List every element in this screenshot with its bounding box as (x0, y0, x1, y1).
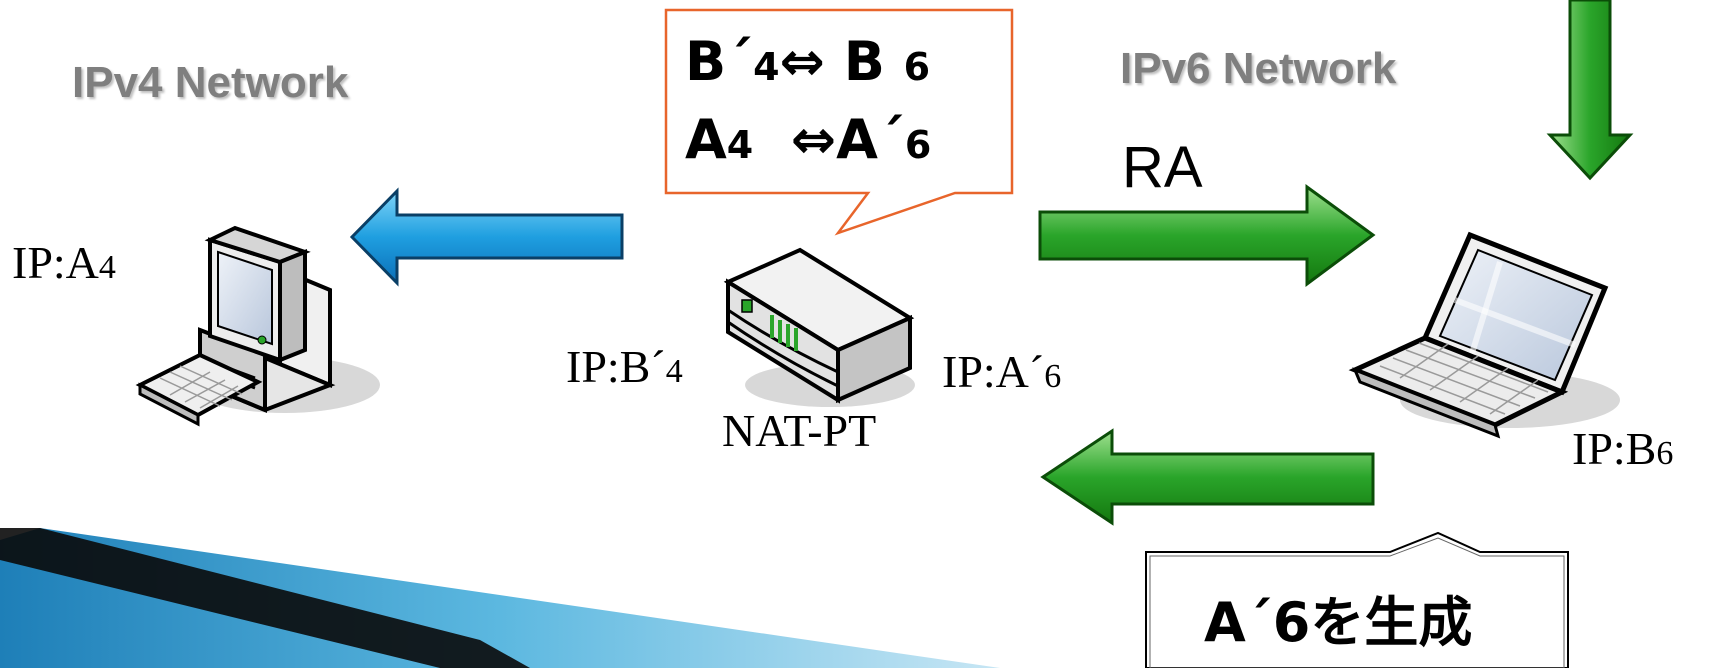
ipv4-host-ip: IP:A4 (12, 237, 116, 288)
generate-callout-text: A´6を生成 (1204, 591, 1473, 654)
ipv6-host-ip: IP:B6 (1572, 423, 1674, 474)
corner-band (0, 528, 1000, 668)
mapping-line-1: B´4⇔ B 6 (685, 30, 931, 93)
ipv6-network-label: IPv6 Network (1120, 44, 1397, 93)
router-icon (723, 247, 915, 407)
blue-arrow-left (349, 187, 624, 287)
green-arrow-left (1040, 428, 1375, 526)
nat-left-ip: IP:B´4 (566, 341, 683, 392)
green-arrow-down (1546, 0, 1634, 181)
green-arrow-right (1038, 184, 1376, 287)
ipv4-network-label: IPv4 Network (72, 58, 349, 107)
nat-pt-label: NAT-PT (722, 405, 877, 456)
generate-callout-bubble (1145, 531, 1569, 668)
nat-right-ip: IP:A´6 (942, 346, 1062, 397)
mapping-callout-bubble (664, 8, 1014, 236)
ra-label: RA (1122, 135, 1203, 200)
mapping-line-2: A4 ⇔A´6 (685, 108, 932, 171)
desktop-pc-icon (135, 225, 380, 427)
laptop-icon (1348, 231, 1620, 439)
